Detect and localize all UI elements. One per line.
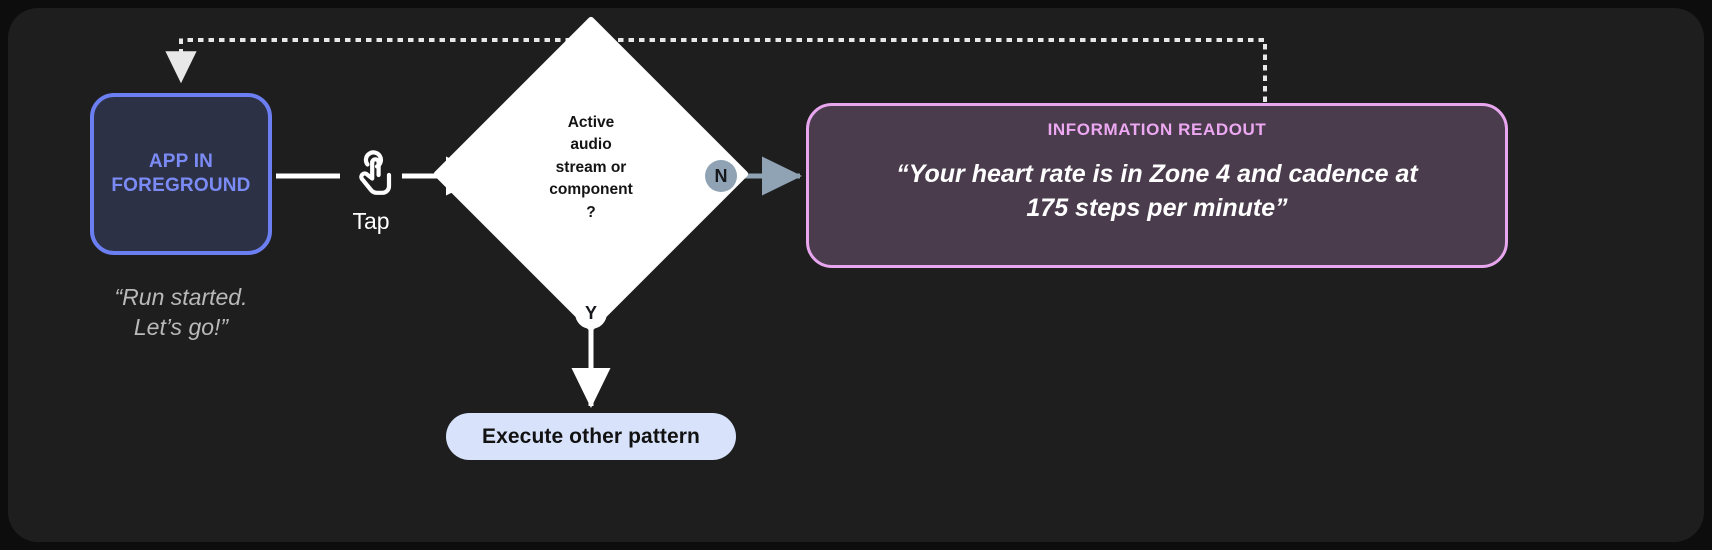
tap-gesture-label: Tap <box>352 208 390 234</box>
diagram-card <box>8 8 1704 542</box>
node-app-in-foreground[interactable]: APP IN FOREGROUND <box>90 93 272 255</box>
node-information-readout[interactable]: INFORMATION READOUT “Your heart rate is … <box>806 103 1508 268</box>
node-app-in-foreground-label: APP IN FOREGROUND <box>111 150 251 196</box>
information-readout-title: INFORMATION READOUT <box>1047 120 1267 139</box>
tap-gesture-icon <box>345 148 397 200</box>
branch-badge-yes: Y <box>575 297 607 329</box>
execute-other-pattern-label: Execute other pattern <box>482 424 700 448</box>
information-readout-body: “Your heart rate is in Zone 4 and cadenc… <box>896 160 1418 222</box>
branch-badge-no: N <box>705 160 737 192</box>
node-decision-audio-stream[interactable]: Active audio stream or component ? <box>432 15 750 333</box>
app-foreground-caption: “Run started. Let’s go!” <box>114 284 248 340</box>
decision-label: Active audio stream or component ? <box>549 114 633 221</box>
node-execute-other-pattern[interactable]: Execute other pattern <box>446 413 736 460</box>
